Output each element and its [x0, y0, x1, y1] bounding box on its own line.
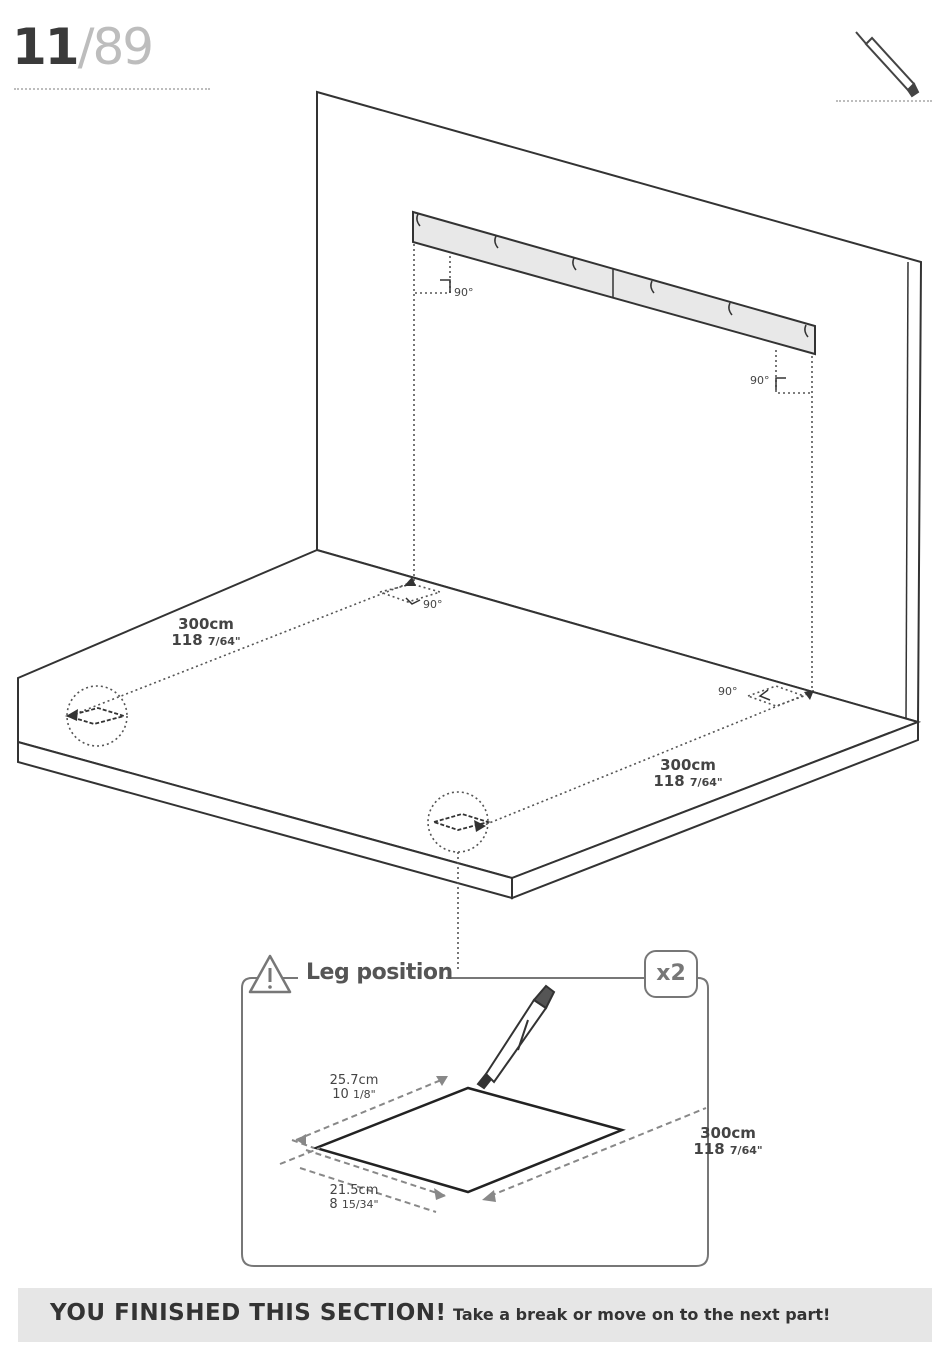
leg-width-fraction: 1/8": [353, 1088, 376, 1101]
marker-pen-icon: [856, 32, 918, 96]
leg-depth-metric: 21.5cm: [322, 1184, 386, 1198]
leg-depth-fraction: 15/34": [342, 1198, 379, 1211]
leg-depth-imperial: 8: [329, 1197, 337, 1212]
quantity-badge: x2: [644, 950, 698, 998]
angle-label-floor-left: 90°: [423, 598, 443, 611]
leg-distance-dimension: 300cm 118 7/64": [692, 1126, 764, 1158]
angle-label-rail-right: 90°: [750, 374, 770, 387]
floor-dimension-left-imperial: 118: [171, 631, 202, 649]
callout-title: Leg position: [306, 960, 453, 985]
floor-dimension-right-imperial: 118: [653, 772, 684, 790]
leg-distance-fraction: 7/64": [730, 1144, 763, 1157]
floor-dimension-right: 300cm 118 7/64": [652, 758, 724, 790]
floor-dimension-left-fraction: 7/64": [208, 635, 241, 648]
leg-width-metric: 25.7cm: [322, 1074, 386, 1088]
leg-distance-imperial: 118: [693, 1140, 724, 1158]
floor-dimension-right-fraction: 7/64": [690, 776, 723, 789]
floor-dimension-left: 300cm 118 7/64": [170, 617, 242, 649]
angle-label-rail-left: 90°: [454, 286, 474, 299]
leg-width-imperial: 10: [332, 1087, 349, 1102]
marker-pen-callout-icon: [478, 986, 554, 1088]
leg-depth-dimension: 21.5cm 8 15/34": [322, 1184, 386, 1211]
section-complete-heading: YOU FINISHED THIS SECTION!: [50, 1300, 447, 1326]
section-complete-banner: YOU FINISHED THIS SECTION! Take a break …: [18, 1288, 932, 1342]
warning-icon: [250, 956, 290, 992]
section-complete-message: Take a break or move on to the next part…: [453, 1305, 830, 1324]
angle-label-floor-right: 90°: [718, 685, 738, 698]
leg-footprint: [316, 1088, 622, 1192]
leg-width-dimension: 25.7cm 10 1/8": [322, 1074, 386, 1101]
